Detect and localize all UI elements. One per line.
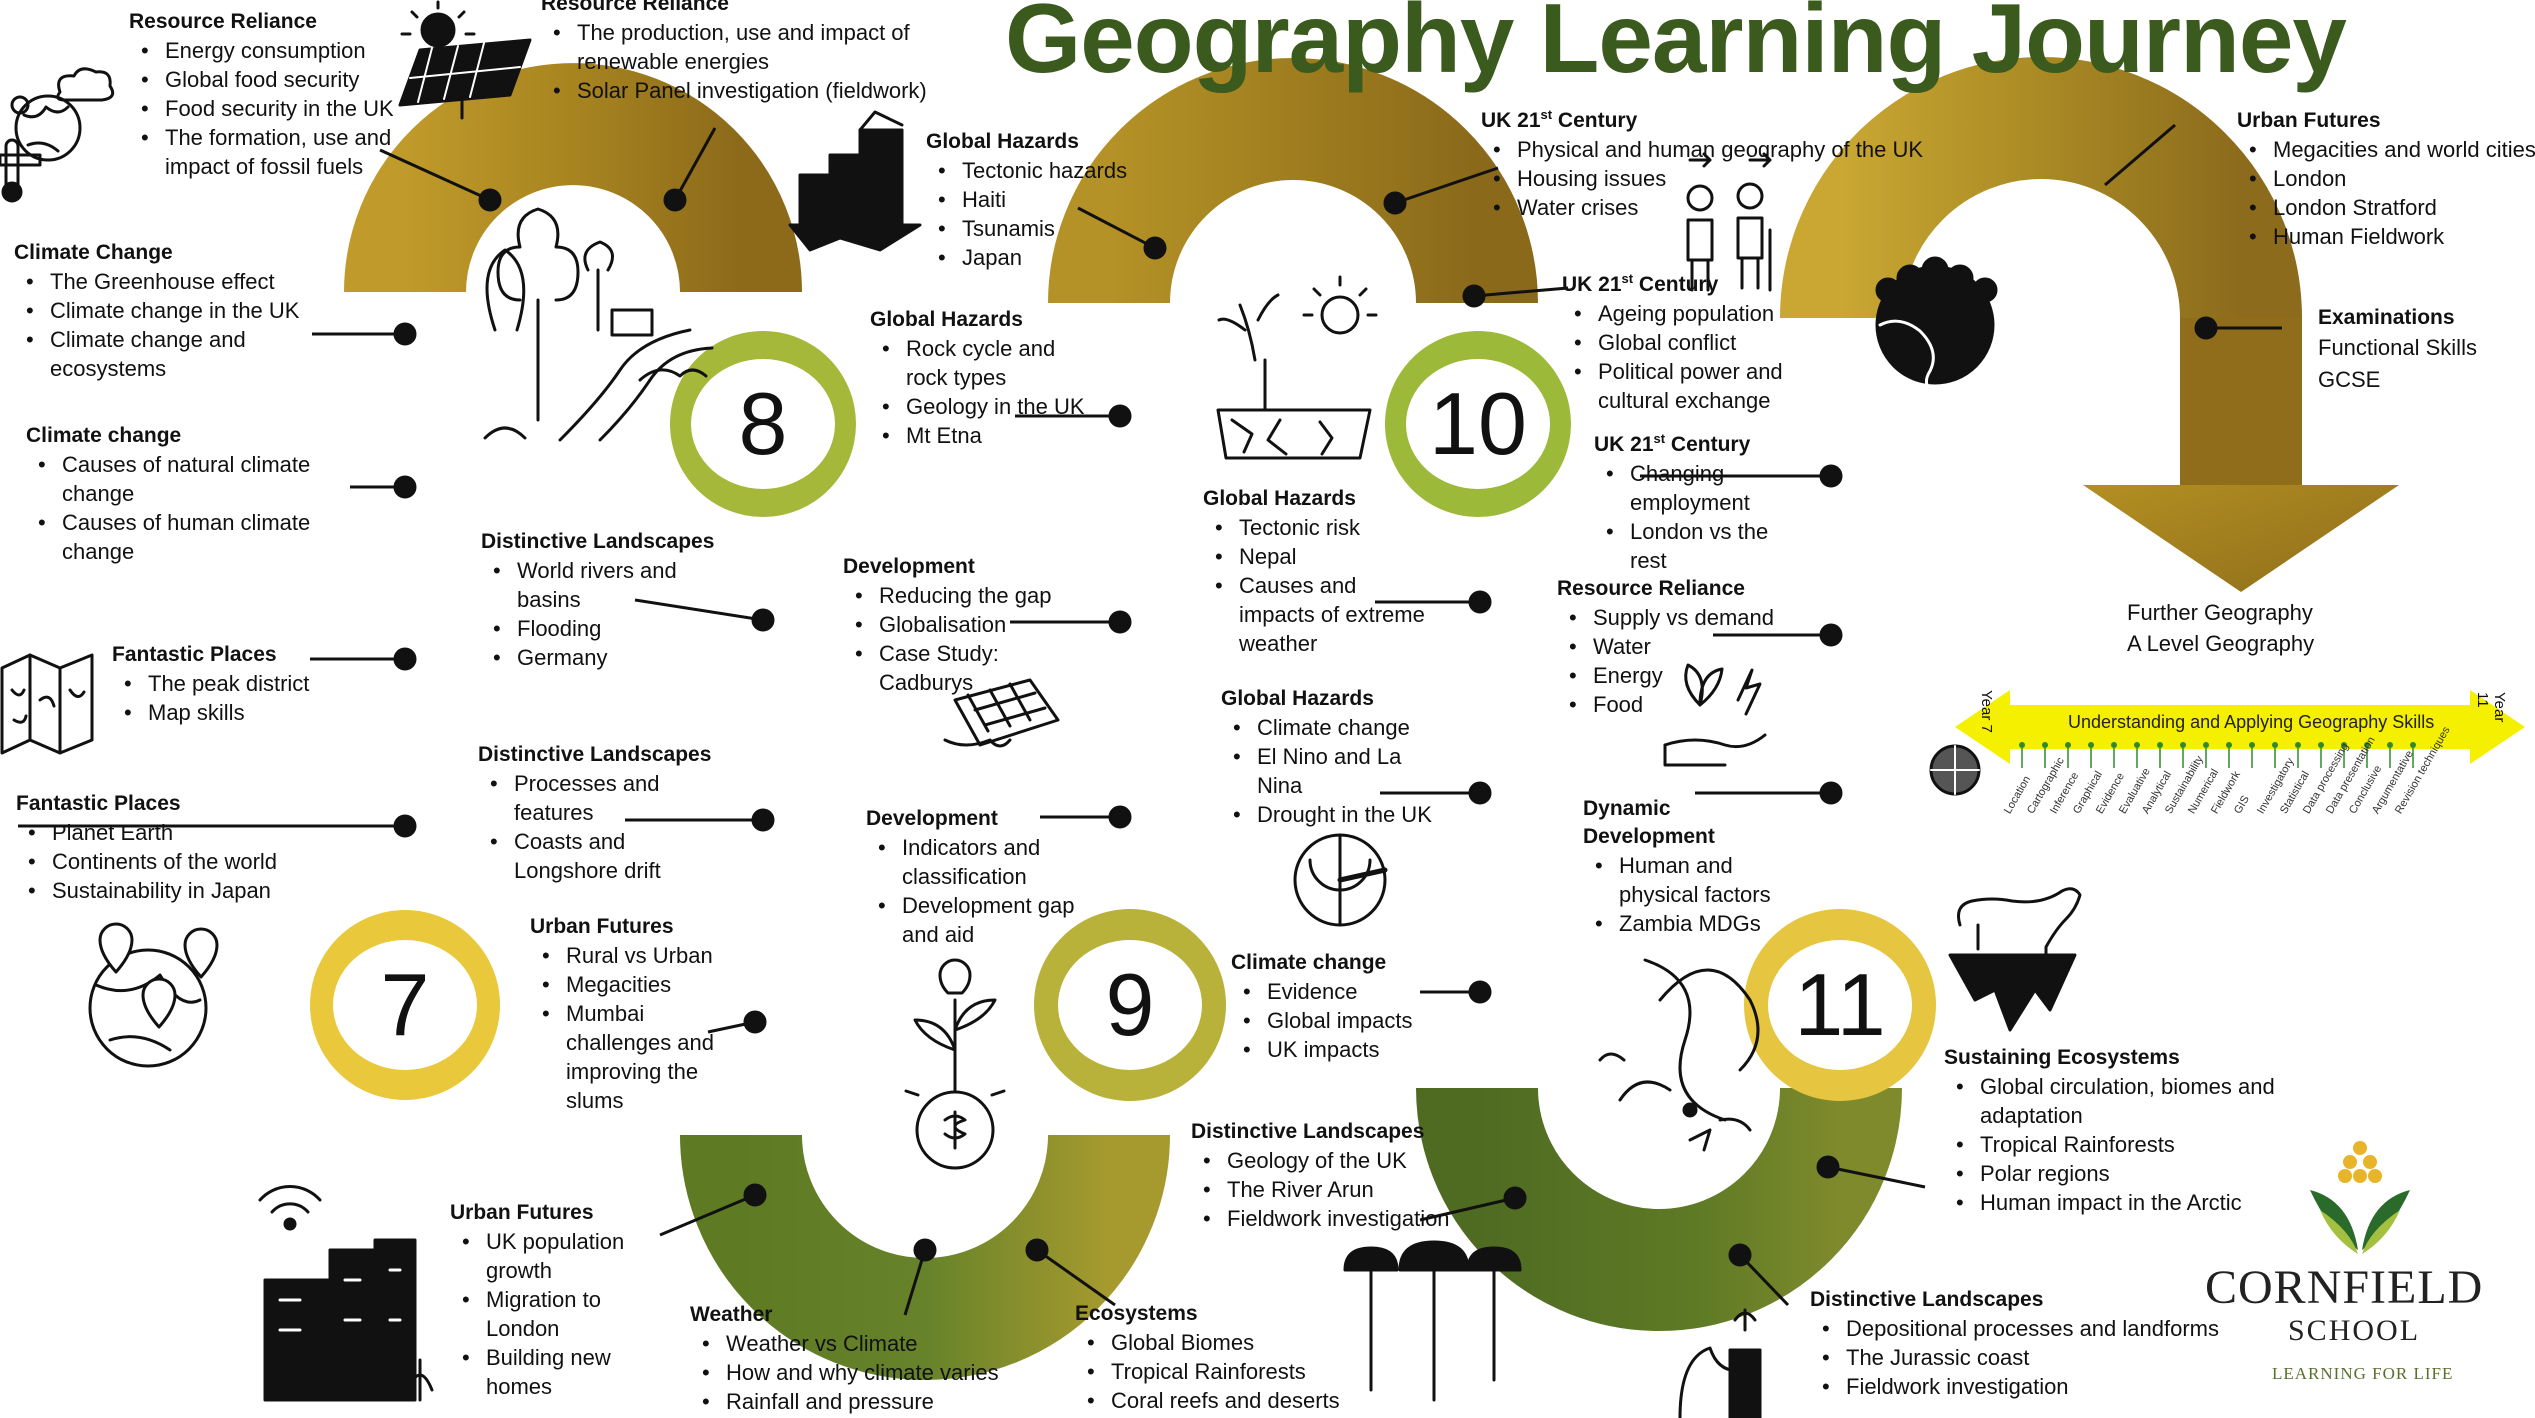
polar-bear-icon <box>1948 887 2082 1032</box>
topic-climate-change-evidence: Climate change EvidenceGlobal impactsUK … <box>1231 949 1441 1064</box>
growth-money-icon <box>904 958 1006 1170</box>
topic-examinations: Examinations Functional Skills GCSE <box>2318 306 2477 392</box>
drought-tree-icon <box>1216 275 1378 460</box>
topic-weather: Weather Weather vs ClimateHow and why cl… <box>690 1301 1030 1416</box>
topic-resource-reliance-renewables: Resource Reliance The production, use an… <box>541 0 1001 105</box>
topic-global-hazards-rock: Global Hazards Rock cycle and rock types… <box>870 306 1085 450</box>
road-arc-11-end <box>1780 57 2302 320</box>
page-title: Geography Learning Journey <box>1005 0 2347 93</box>
wifi-city-icon <box>258 1185 434 1402</box>
school-tagline: LEARNING FOR LIFE <box>2272 1364 2454 1383</box>
skills-bar-start: Year 7 <box>1978 690 1995 733</box>
collapsed-buildings-icon <box>788 110 922 252</box>
topic-landscapes-depositional: Distinctive Landscapes Depositional proc… <box>1810 1286 2230 1401</box>
school-name: CORNFIELD <box>2205 1261 2484 1314</box>
topic-global-hazards-climate: Global Hazards Climate changeEl Nino and… <box>1221 685 1436 829</box>
road-arc-7-8 <box>344 63 802 294</box>
earth-thermometer-icon <box>1 67 115 203</box>
topic-fantastic-places-earth: Fantastic Places Planet EarthContinents … <box>16 790 336 905</box>
topic-dynamic-development: Dynamic Development Human and physical f… <box>1583 795 1783 938</box>
topic-resource-reliance-energy: Resource Reliance Energy consumptionGlob… <box>129 8 429 181</box>
topic-urban-futures-megacities: Urban Futures Megacities and world citie… <box>2237 107 2535 251</box>
year-9-label: 9 <box>1105 955 1155 1054</box>
recycle-figure-icon <box>1598 958 1760 1152</box>
topic-development-gap: Development Reducing the gapGlobalisatio… <box>843 553 1073 697</box>
river-landscape-icon <box>483 207 714 442</box>
skills-bar-end: Year 11 <box>2474 692 2508 723</box>
road-arrow <box>2083 485 2399 592</box>
skills-bar-title: Understanding and Applying Geography Ski… <box>2068 712 2435 732</box>
rainforest-trees-icon <box>1343 1240 1522 1402</box>
topic-landscapes-coasts: Distinctive Landscapes Processes and fea… <box>478 741 718 885</box>
topic-ecosystems: Ecosystems Global BiomesTropical Rainfor… <box>1075 1300 1375 1415</box>
year-8-label: 8 <box>738 374 788 473</box>
topic-landscapes-rivers: Distinctive Landscapes World rivers and … <box>481 528 721 672</box>
topic-urban-futures-uk: Urban Futures UK population growthMigrat… <box>450 1199 660 1401</box>
globe-pins-icon <box>88 922 219 1068</box>
topic-uk-21st-century-physical: UK 21st Century Physical and human geogr… <box>1481 101 1951 222</box>
year-11-label: 11 <box>1794 955 1886 1054</box>
road-arc-8-9 <box>680 1133 1170 1380</box>
year-10-label: 10 <box>1429 374 1527 473</box>
topic-fantastic-places-peak: Fantastic Places The peak districtMap sk… <box>112 641 352 727</box>
school-word: SCHOOL <box>2288 1314 2421 1347</box>
progress-icon <box>1929 744 1981 796</box>
topic-landscapes-uk-geology: Distinctive Landscapes Geology of the UK… <box>1191 1118 1451 1233</box>
year-7-label: 7 <box>380 955 430 1054</box>
topic-sustaining-ecosystems: Sustaining Ecosystems Global circulation… <box>1944 1044 2284 1217</box>
school-logo-icon <box>2310 1141 2410 1254</box>
crowd-world-icon <box>1875 256 1998 397</box>
road-arc-10-11 <box>1416 1086 1902 1331</box>
skills-bar <box>1955 690 2525 768</box>
folded-map-icon <box>0 653 94 755</box>
topic-climate-change-causes: Climate change Causes of natural climate… <box>26 422 356 566</box>
topic-uk-21st-century-ageing: UK 21st Century Ageing populationGlobal … <box>1562 265 1822 415</box>
topic-uk-21st-century-employment: UK 21st Century Changing employmentLondo… <box>1594 425 1794 575</box>
topic-global-hazards-tectonic: Global Hazards Tectonic hazardsHaitiTsun… <box>926 128 1166 272</box>
further-geography: Further Geography A Level Geography <box>2127 600 2315 656</box>
earth-layers-icon <box>1293 833 1388 927</box>
topic-climate-change-greenhouse: Climate Change The Greenhouse effectClim… <box>14 239 334 383</box>
topic-global-hazards-nepal: Global Hazards Tectonic riskNepalCauses … <box>1203 485 1433 658</box>
topic-resource-reliance-supply: Resource Reliance Supply vs demandWaterE… <box>1557 575 1797 719</box>
topic-development-indicators: Development Indicators and classificatio… <box>866 805 1096 949</box>
year-circles <box>310 331 1936 1101</box>
topic-urban-futures-mumbai: Urban Futures Rural vs UrbanMegacitiesMu… <box>530 913 720 1115</box>
coastal-cliff-icon <box>1678 1308 1762 1418</box>
